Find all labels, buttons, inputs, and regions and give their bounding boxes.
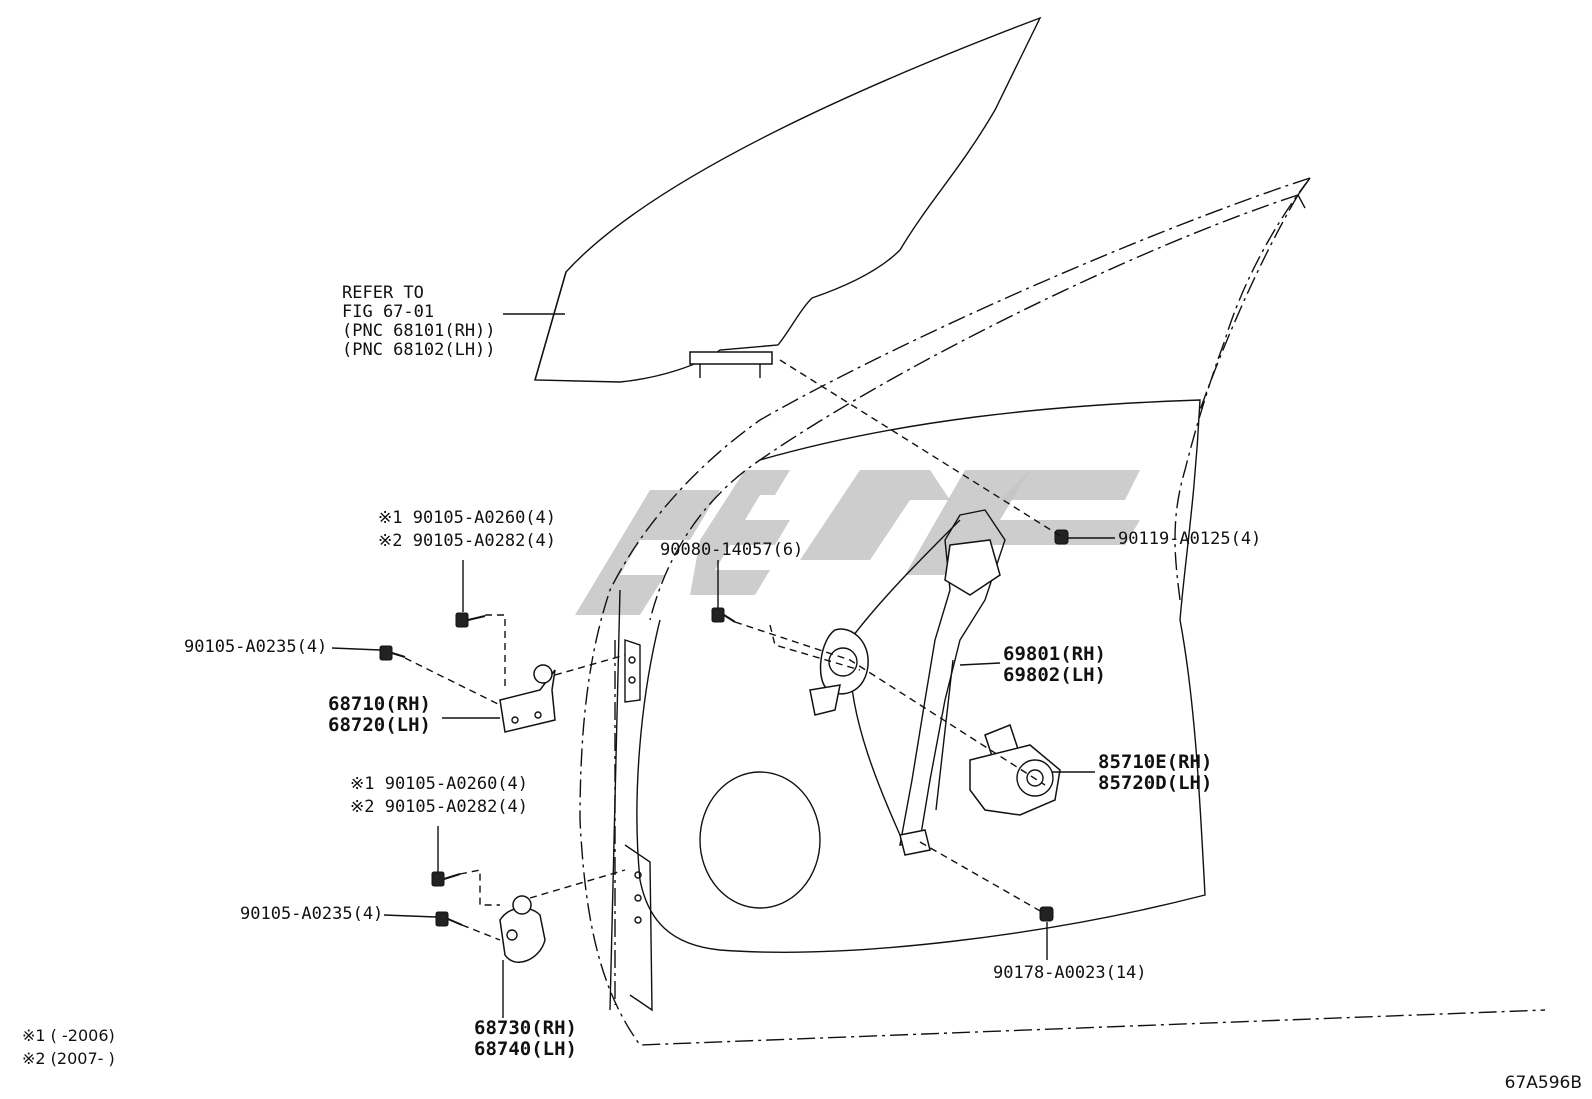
window-motor	[969, 724, 1061, 816]
upper-bolt-side-label: 90105-A0235(4)	[184, 637, 327, 657]
bolt-icons	[379, 529, 1069, 927]
upper-hinge-lh-label: 68720(LH)	[328, 714, 431, 736]
lower-bolt-side-label: 90105-A0235(4)	[240, 904, 383, 924]
bolt-right-label: 90119-A0125(4)	[1118, 529, 1261, 549]
bolt-center-icon	[711, 607, 725, 623]
refer-note-line4: (PNC 68102(LH))	[342, 340, 496, 360]
bolt-upper-side-icon	[379, 645, 393, 661]
bolt-right-icon	[1054, 529, 1069, 545]
bolt-lower-side-icon	[435, 911, 449, 927]
hinge-mount-plates	[624, 639, 653, 1012]
leader-lines	[331, 313, 1115, 1018]
lower-bolt-note2-label: ※2 90105-A0282(4)	[350, 797, 528, 817]
motor-rh-label: 85710E(RH)	[1098, 751, 1212, 773]
bolt-upper-top-icon	[455, 612, 469, 628]
assembly-lines	[404, 359, 1063, 941]
bolt-center-label: 90080-14057(6)	[660, 540, 803, 560]
footnote-2: ※2 (2007- )	[22, 1049, 115, 1068]
speaker-opening	[699, 771, 821, 909]
upper-bolt-note1-label: ※1 90105-A0260(4)	[378, 508, 556, 528]
lower-hinge-lh-label: 68740(LH)	[474, 1038, 577, 1060]
upper-hinge-rh-label: 68710(RH)	[328, 693, 431, 715]
refer-note-line2: FIG 67-01	[342, 302, 434, 322]
motor-lh-label: 85720D(LH)	[1098, 772, 1212, 794]
door-outline	[579, 177, 1546, 1046]
window-glass	[534, 16, 1042, 383]
regulator-rh-label: 69801(RH)	[1003, 643, 1106, 665]
window-regulator	[809, 509, 1006, 856]
regulator-lh-label: 69802(LH)	[1003, 664, 1106, 686]
nut-bottom-label: 90178-A0023(14)	[993, 963, 1147, 983]
footnote-1: ※1 ( -2006)	[22, 1026, 115, 1045]
upper-hinge	[499, 664, 556, 733]
bolt-lower-top-icon	[431, 871, 445, 887]
lower-bolt-note1-label: ※1 90105-A0260(4)	[350, 774, 528, 794]
upper-bolt-note2-label: ※2 90105-A0282(4)	[378, 531, 556, 551]
lower-hinge	[499, 895, 546, 963]
refer-note-line1: REFER TO	[342, 283, 424, 303]
refer-note-line3: (PNC 68101(RH))	[342, 321, 496, 341]
figure-code: 67A596B	[1505, 1073, 1582, 1093]
nut-bottom-icon	[1039, 906, 1054, 922]
lower-hinge-rh-label: 68730(RH)	[474, 1017, 577, 1039]
